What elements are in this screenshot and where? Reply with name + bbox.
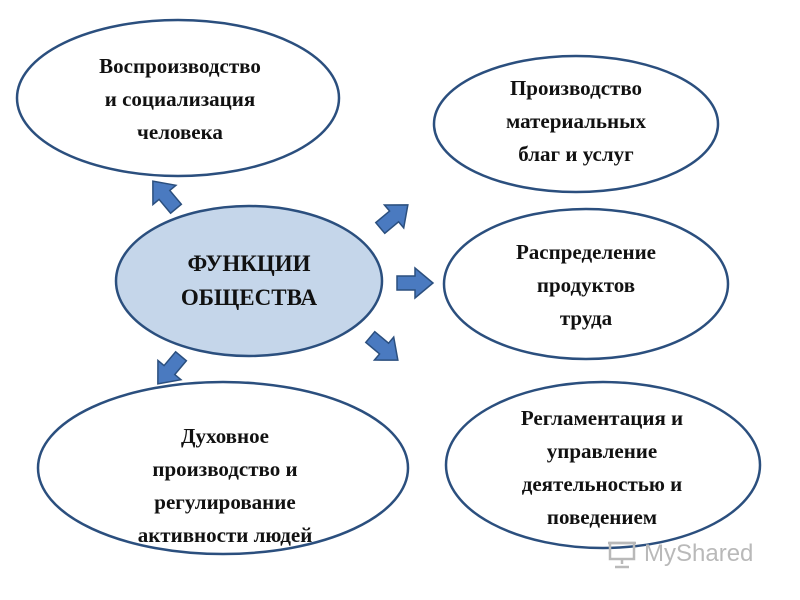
node-label-line: Распределение: [515, 239, 657, 264]
arrow-to-reproduction: [152, 180, 183, 215]
arrow-to-regulation: [364, 330, 399, 361]
node-distribution-label: Распределение продуктов труда: [460, 234, 712, 336]
node-label-line: производство и: [152, 457, 298, 481]
node-spiritual-ellipse: [36, 380, 410, 556]
watermark-text: MyShared: [644, 540, 754, 567]
arrow-to-distribution: [396, 266, 435, 300]
node-regulation-ellipse: [444, 380, 762, 550]
node-production-ellipse: [432, 54, 720, 194]
node-label-line: Регламентация и: [520, 406, 684, 430]
node-label-line: Воспроизводство: [99, 53, 261, 78]
node-label-line: деятельностью и: [521, 472, 683, 496]
node-reproduction-label: Воспроизводство и социализация человека: [40, 48, 320, 150]
node-regulation-label: Регламентация и управление деятельностью…: [466, 400, 738, 536]
arrow-to-spiritual: [157, 350, 188, 385]
center-title: ФУНКЦИИ ОБЩЕСТВА: [140, 246, 358, 316]
node-label-line: поведением: [546, 505, 658, 529]
node-distribution-ellipse: [442, 207, 730, 361]
node-label-line: и социализация: [104, 86, 256, 111]
center-title-line: ФУНКЦИИ: [187, 251, 311, 276]
node-label-line: Производство: [509, 75, 643, 100]
node-spiritual-label: Духовное производство и регулирование ак…: [80, 418, 370, 554]
node-label-line: человека: [137, 119, 223, 144]
node-label-line: регулирование: [154, 490, 296, 514]
node-label-line: Духовное: [181, 424, 269, 448]
arrow-to-production: [374, 204, 409, 235]
center-title-line: ОБЩЕСТВА: [180, 285, 318, 310]
node-label-line: активности людей: [137, 523, 313, 547]
node-label-line: материальных: [505, 108, 647, 133]
node-production-label: Производство материальных благ и услуг: [450, 70, 702, 172]
node-label-line: труда: [559, 305, 613, 330]
watermark: MyShared: [606, 538, 753, 570]
node-reproduction-ellipse: [15, 18, 341, 178]
center-ellipse: [114, 204, 384, 358]
node-label-line: благ и услуг: [518, 141, 634, 166]
presentation-board-icon: [608, 541, 636, 569]
node-label-line: управление: [546, 439, 658, 463]
node-label-line: продуктов: [536, 272, 636, 297]
